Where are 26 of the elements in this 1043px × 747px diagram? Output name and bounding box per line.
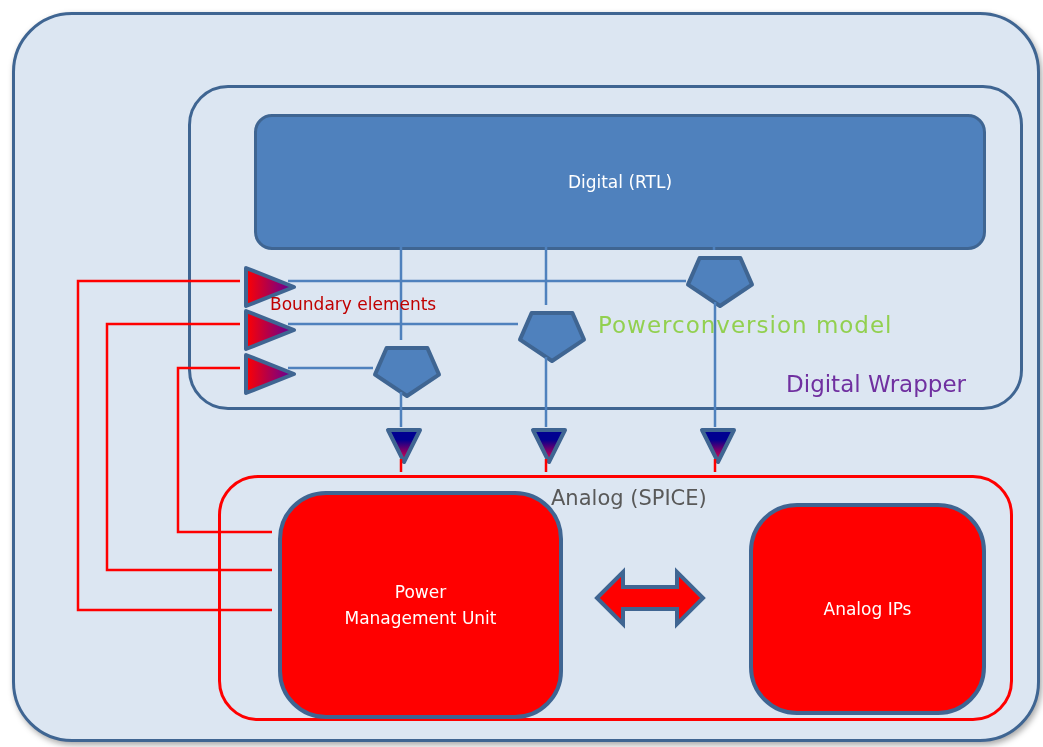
connector-line: [288, 322, 518, 326]
connector-line: [544, 244, 548, 305]
connector-line: [76, 279, 272, 612]
block-label: Analog IPs: [823, 597, 912, 621]
connector-line: [544, 459, 548, 472]
connector-line: [399, 459, 403, 472]
block-label: Power Management Unit: [343, 580, 498, 630]
analog-domain-box: [218, 475, 1013, 721]
connector-line: [713, 302, 717, 427]
wrapper-box: [188, 85, 1023, 410]
domain-title: Analog (SPICE): [551, 486, 707, 510]
wrapper-title: Digital Wrapper: [786, 371, 966, 397]
outer-container: [12, 12, 1040, 742]
connector-line: [288, 279, 686, 283]
circuit-block: [749, 503, 986, 715]
connector-line: [176, 366, 272, 534]
connector-line: [712, 244, 716, 250]
double-block-arrow: [594, 567, 706, 629]
block-label: Digital (RTL): [567, 170, 673, 194]
connector-line: [105, 322, 272, 572]
connector-line: [713, 459, 717, 472]
connector-line: [399, 244, 403, 340]
connector-line: [399, 392, 403, 427]
connector-line: [544, 357, 548, 427]
rtl-block: [254, 114, 986, 250]
connector-line: [288, 366, 373, 370]
